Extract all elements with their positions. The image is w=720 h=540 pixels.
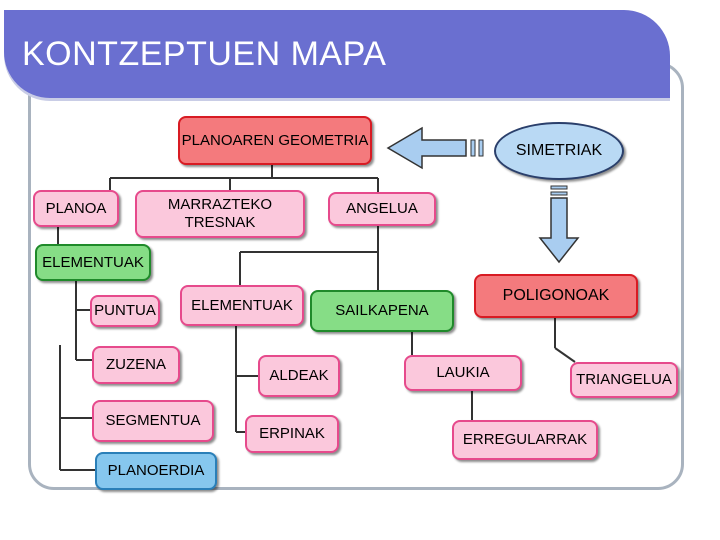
title-bar: [4, 10, 670, 98]
node-erregularrak: ERREGULARRAK: [452, 420, 598, 460]
node-angelua: ANGELUA: [328, 192, 436, 226]
left-arrow-icon: [386, 126, 484, 170]
node-planoerdia: PLANOERDIA: [95, 452, 217, 490]
node-triangelua: TRIANGELUA: [570, 362, 678, 398]
node-marrazteko-tresnak: MARRAZTEKO TRESNAK: [135, 190, 305, 238]
node-elementuak-2: ELEMENTUAK: [180, 285, 304, 326]
node-sailkapena: SAILKAPENA: [310, 290, 454, 332]
node-simetriak: SIMETRIAK: [494, 122, 624, 180]
page-title: KONTZEPTUEN MAPA: [22, 35, 387, 73]
down-arrow-icon: [538, 185, 580, 264]
node-poligonoak: POLIGONOAK: [474, 274, 638, 318]
node-erpinak: ERPINAK: [245, 415, 339, 453]
node-aldeak: ALDEAK: [258, 355, 340, 397]
node-zuzena: ZUZENA: [92, 346, 180, 384]
node-elementuak-1: ELEMENTUAK: [35, 244, 151, 281]
node-segmentua: SEGMENTUA: [92, 400, 214, 442]
node-laukia: LAUKIA: [404, 355, 522, 391]
node-puntua: PUNTUA: [90, 295, 160, 327]
connector-line: [554, 347, 576, 363]
node-planoa: PLANOA: [33, 190, 119, 227]
node-planoaren-geometria: PLANOAREN GEOMETRIA: [178, 116, 372, 165]
